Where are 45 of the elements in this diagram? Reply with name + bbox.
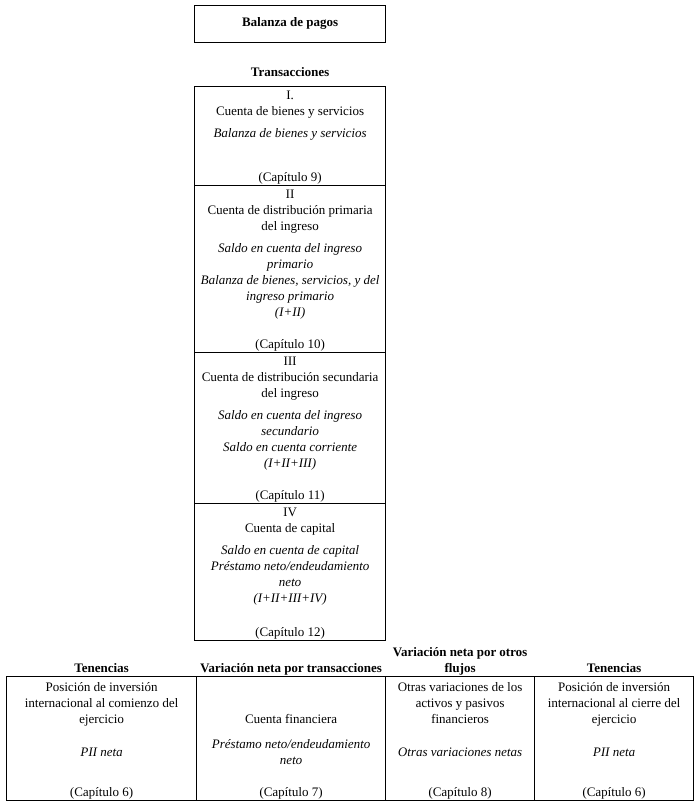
account-text: Cuenta de distribución secundaria del ingreso [200, 369, 380, 401]
title-box [194, 5, 386, 43]
balance-text: Balanza de bienes y servicios [213, 125, 367, 141]
balance-text: Saldo en cuenta corriente [223, 439, 357, 455]
account-text: Otras variaciones de los activos y pasivos financieros [396, 679, 524, 727]
box-title: Balanza de pagos [242, 14, 338, 31]
chapter-reference: (Capítulo 6) [582, 784, 646, 800]
balance-text: Préstamo neto/endeudamiento neto [210, 558, 370, 590]
account-box [194, 352, 386, 504]
account-text: Cuenta de bienes y servicios [216, 103, 364, 119]
column-heading: Variación neta por otros flujos [392, 644, 528, 676]
account-box [194, 503, 386, 641]
column-heading: Variación neta por transacciones [200, 660, 382, 676]
account-box [194, 185, 386, 353]
account-box [194, 86, 386, 186]
account-text: Cuenta de distribución primaria del ingreso [206, 202, 374, 234]
balance-text: Saldo en cuenta del ingreso primario [217, 240, 363, 272]
account-text: IV [283, 504, 297, 520]
account-text: Cuenta de capital [244, 520, 336, 536]
chapter-reference: (Capítulo 8) [428, 784, 492, 800]
chapter-reference: (Capítulo 7) [259, 784, 323, 800]
column-heading: Tenencias [74, 660, 129, 676]
account-text: II [286, 186, 294, 202]
account-text: III [284, 353, 296, 369]
balance-text: PII neta [592, 744, 636, 760]
account-text: I. [286, 87, 294, 103]
account-text: Cuenta financiera [244, 711, 338, 727]
balance-text: Préstamo neto/endeudamiento neto [210, 736, 372, 768]
section-heading: Transacciones [250, 64, 330, 80]
balance-text: Balanza de bienes, servicios, y del ingreso primario [200, 272, 380, 304]
chapter-reference: (Capítulo 9) [258, 169, 322, 185]
balance-text: (I+II+III) [264, 455, 316, 471]
balance-text: PII neta [80, 744, 123, 760]
balance-text: Saldo en cuenta del ingreso secundario [217, 407, 363, 439]
balance-text: (I+II+III+IV) [253, 590, 327, 606]
account-text: Posición de inversión internacional al comienzo del ejercicio [24, 679, 180, 727]
chapter-reference: (Capítulo 12) [255, 624, 325, 640]
balance-text: Saldo en cuenta de capital [221, 542, 359, 558]
account-text: Posición de inversión internacional al cierre del ejercicio [546, 679, 682, 727]
balance-text: Otras variaciones netas [398, 744, 522, 760]
balance-text: (I+II) [274, 304, 306, 320]
chapter-reference: (Capítulo 11) [255, 487, 325, 503]
chapter-reference: (Capítulo 6) [70, 784, 134, 800]
chapter-reference: (Capítulo 10) [255, 336, 325, 352]
column-heading: Tenencias [586, 660, 642, 676]
